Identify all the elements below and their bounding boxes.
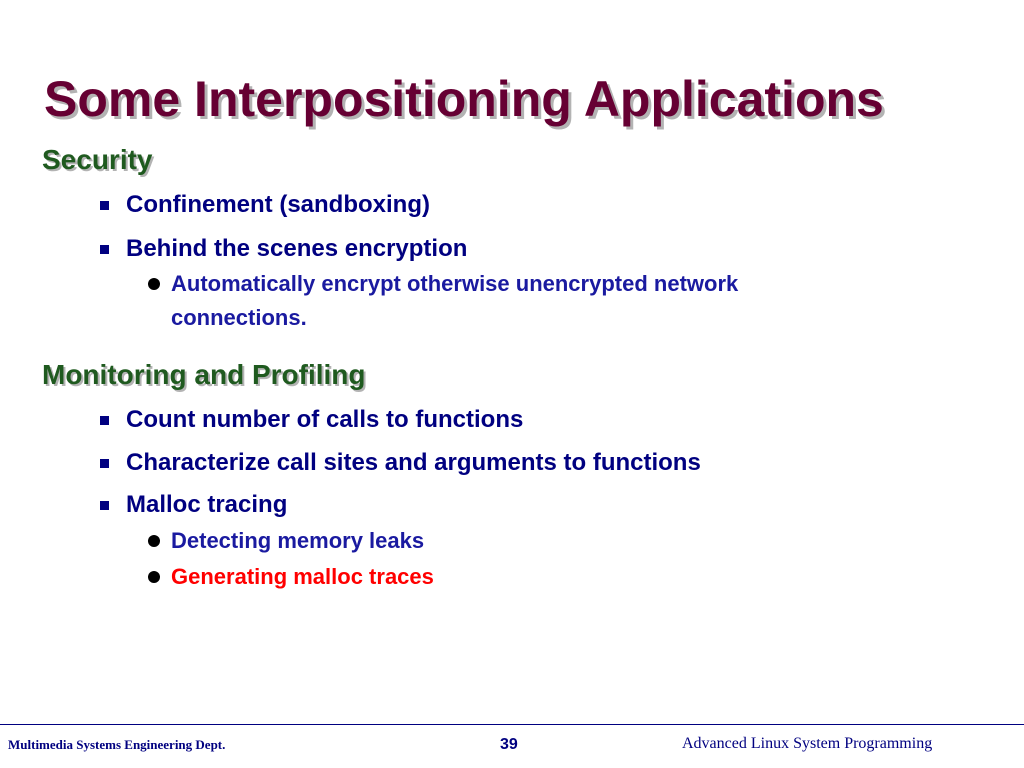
- bullet-item: Count number of calls to functions: [100, 406, 523, 434]
- sub-bullet-text: Detecting memory leaks: [171, 528, 425, 553]
- circle-bullet-icon: [148, 535, 160, 547]
- square-bullet-icon: [100, 458, 109, 468]
- square-bullet-icon: [100, 244, 109, 254]
- square-bullet-icon: [100, 500, 109, 510]
- slide-title: Some Interpositioning Applications: [44, 71, 884, 127]
- section-heading-security: Security: [42, 144, 153, 175]
- sub-bullet-item-highlighted: Generating malloc traces: [148, 564, 434, 590]
- circle-bullet-icon: [148, 278, 160, 290]
- sub-bullet-continuation: connections.: [171, 305, 307, 330]
- bullet-text: Confinement (sandboxing): [126, 191, 430, 218]
- square-bullet-icon: [100, 415, 109, 425]
- bullet-item: Malloc tracing: [100, 491, 287, 519]
- bullet-text: Count number of calls to functions: [126, 406, 524, 433]
- bullet-text: Malloc tracing: [126, 491, 288, 518]
- bullet-item: Confinement (sandboxing): [100, 191, 430, 219]
- bullet-text: Behind the scenes encryption: [126, 235, 468, 262]
- sub-bullet-text: Generating malloc traces: [171, 564, 434, 589]
- bullet-item: Characterize call sites and arguments to…: [100, 449, 701, 477]
- sub-bullet-item: Detecting memory leaks: [148, 528, 424, 554]
- circle-bullet-icon: [148, 571, 160, 583]
- square-bullet-icon: [100, 200, 109, 210]
- bullet-item: Behind the scenes encryption: [100, 235, 467, 263]
- footer-course-title: Advanced Linux System Programming: [682, 735, 933, 752]
- sub-bullet-item: Automatically encrypt otherwise unencryp…: [148, 271, 738, 297]
- sub-bullet-text: Automatically encrypt otherwise unencryp…: [171, 271, 739, 296]
- section-heading-monitoring: Monitoring and Profiling: [42, 359, 366, 390]
- footer-department: Multimedia Systems Engineering Dept.: [8, 737, 226, 752]
- bullet-text: Characterize call sites and arguments to…: [126, 449, 701, 476]
- footer-divider: [0, 724, 1024, 725]
- page-number: 39: [500, 736, 518, 753]
